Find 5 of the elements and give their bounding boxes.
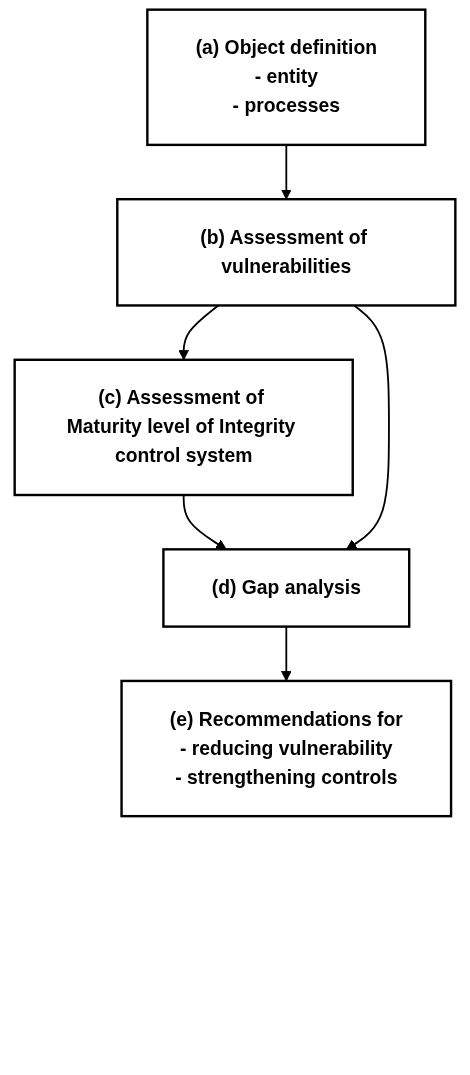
node-box: (e) Recommendations for - reducing vulnerability - strengthening controls [120,679,453,818]
node-box: (c) Assessment of Maturity level of Integrity control system [13,358,354,497]
node-box: (b) Assessment of vulnerabilities [116,198,457,307]
node-box: (d) Gap analysis [162,548,411,628]
node-box: (a) Object definition - entity - processes [146,8,427,147]
